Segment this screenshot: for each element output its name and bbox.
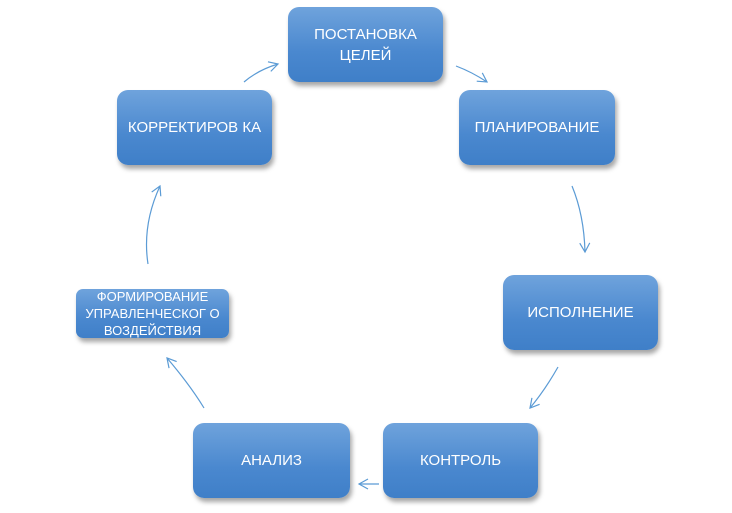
node-correction[interactable]: КОРРЕКТИРОВ КА <box>117 90 272 165</box>
node-execution[interactable]: ИСПОЛНЕНИЕ <box>503 275 658 350</box>
arrow-correction-to-goal <box>243 61 280 83</box>
node-label: ФОРМИРОВАНИЕ УПРАВЛЕНЧЕСКОГ О ВОЗДЕЙСТВИ… <box>85 289 220 338</box>
node-influence[interactable]: ФОРМИРОВАНИЕ УПРАВЛЕНЧЕСКОГ О ВОЗДЕЙСТВИ… <box>76 289 229 338</box>
node-goal-setting[interactable]: ПОСТАНОВКА ЦЕЛЕЙ <box>288 7 443 82</box>
arrow-influence-to-correction <box>145 184 162 265</box>
arrow-exec-to-control <box>529 366 559 409</box>
node-label: КОНТРОЛЬ <box>419 452 502 469</box>
node-control[interactable]: КОНТРОЛЬ <box>383 423 538 498</box>
node-planning[interactable]: ПЛАНИРОВАНИЕ <box>459 90 615 165</box>
arrow-plan-to-exec <box>571 185 591 254</box>
node-label: АНАЛИЗ <box>241 452 302 469</box>
node-label: КОРРЕКТИРОВ КА <box>127 119 262 136</box>
node-label: ПОСТАНОВКА ЦЕЛЕЙ <box>314 25 417 64</box>
node-label: ПЛАНИРОВАНИЕ <box>474 119 600 136</box>
arrow-goal-to-plan <box>455 65 489 83</box>
arrow-analysis-to-influence <box>166 357 205 409</box>
node-analysis[interactable]: АНАЛИЗ <box>193 423 350 498</box>
node-label: ИСПОЛНЕНИЕ <box>527 304 634 321</box>
